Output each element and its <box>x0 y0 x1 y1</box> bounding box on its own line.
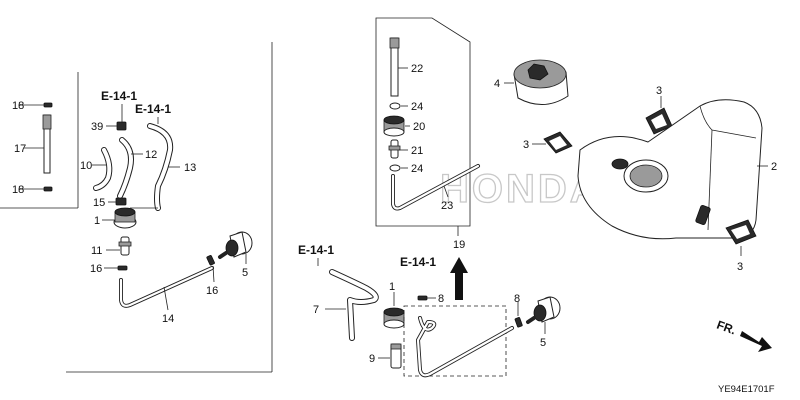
part-7-hose <box>325 269 379 341</box>
part-3-grommet-lower <box>725 219 757 256</box>
part-8-clip-upper <box>417 295 436 301</box>
callout-14: 14 <box>162 313 174 325</box>
part-17-rod <box>24 114 52 174</box>
arrow-up-icon <box>450 257 468 300</box>
callout-17: 17 <box>14 143 26 155</box>
callout-4: 4 <box>494 78 500 90</box>
left-panel-frame <box>0 42 273 373</box>
callout-13: 13 <box>184 162 196 174</box>
part-4-tank-cap <box>504 59 569 105</box>
reference-e-14-1-d: E-14-1 <box>400 255 436 269</box>
part-24-upper <box>389 102 408 110</box>
callout-9: 9 <box>369 353 375 365</box>
callout-3-lower: 3 <box>737 261 743 273</box>
callout-18-upper: 18 <box>12 100 24 112</box>
part-23-tube <box>391 164 480 211</box>
assembly-19-dashed-box <box>403 305 507 377</box>
callout-12: 12 <box>145 149 157 161</box>
callout-24-upper: 24 <box>411 101 423 113</box>
callout-7: 7 <box>313 304 319 316</box>
callout-10: 10 <box>80 160 92 172</box>
part-8-clip-right <box>514 302 523 328</box>
part-39-clip <box>106 121 127 131</box>
part-21-joint <box>388 139 408 159</box>
drawing-code: YE94E1701F <box>718 384 775 395</box>
part-1-grommet-bottom <box>383 292 405 329</box>
part-11-joint <box>106 236 132 256</box>
part-2-fuel-tank <box>577 99 768 240</box>
callout-39: 39 <box>91 121 103 133</box>
front-direction-arrow-icon <box>740 331 772 352</box>
part-15-clip <box>108 197 127 206</box>
part-18-lower <box>18 186 53 192</box>
part-18-upper <box>18 102 53 108</box>
front-label: FR. <box>715 318 738 338</box>
callout-23: 23 <box>441 200 453 212</box>
callout-16-left: 16 <box>90 263 102 275</box>
callout-22: 22 <box>411 63 423 75</box>
part-20-grommet <box>383 115 410 137</box>
part-1-grommet <box>102 207 137 229</box>
part-5-fuel-filter-right <box>526 296 561 334</box>
reference-e-14-1-a: E-14-1 <box>101 89 137 103</box>
callout-1-bottom: 1 <box>389 281 395 293</box>
part-12-hose <box>117 137 143 199</box>
callout-2: 2 <box>771 161 777 173</box>
callout-3-upper: 3 <box>656 85 662 97</box>
callout-8-upper: 8 <box>438 293 444 305</box>
callout-24-lower: 24 <box>411 163 423 175</box>
callout-21: 21 <box>411 145 423 157</box>
part-14-fuel-tube <box>119 266 214 311</box>
assembly-19-box <box>375 17 471 236</box>
part-24-lower <box>389 164 408 172</box>
part-13-hose <box>147 123 180 211</box>
callout-5-left: 5 <box>242 267 248 279</box>
part-tube-assembly <box>416 316 514 378</box>
part-16-clip-left <box>104 265 128 271</box>
callout-5-right: 5 <box>540 337 546 349</box>
reference-e-14-1-b: E-14-1 <box>135 102 171 116</box>
callout-20: 20 <box>413 121 425 133</box>
part-9-sleeve <box>378 343 402 369</box>
part-10-hose <box>92 147 113 191</box>
callout-15: 15 <box>93 197 105 209</box>
callout-1-left: 1 <box>94 215 100 227</box>
callout-8-right: 8 <box>514 293 520 305</box>
callout-3-middle: 3 <box>523 139 529 151</box>
reference-e-14-1-c: E-14-1 <box>298 243 334 257</box>
callout-19: 19 <box>453 239 465 251</box>
part-5-fuel-filter-left <box>218 231 253 264</box>
part-22-rod <box>389 37 408 97</box>
callout-18-lower: 18 <box>12 184 24 196</box>
part-16-clip-right <box>206 255 215 283</box>
callout-11: 11 <box>91 245 102 257</box>
callout-16-right: 16 <box>206 285 218 297</box>
part-3-grommet-middle <box>532 131 573 154</box>
